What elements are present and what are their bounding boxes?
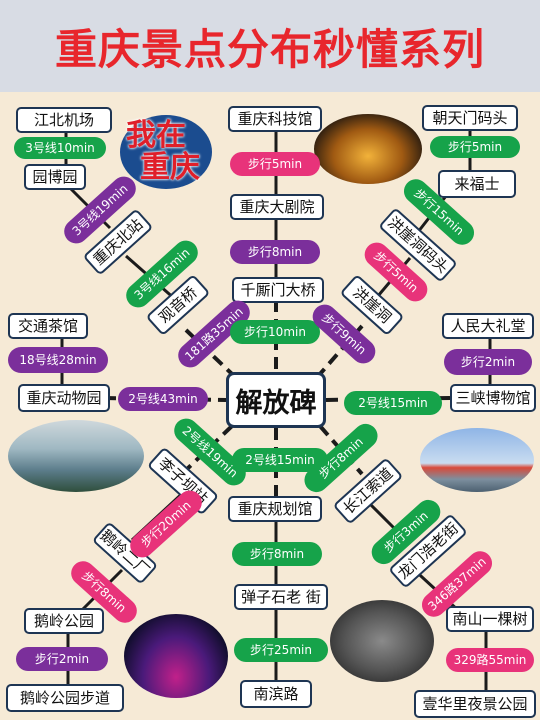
route-park-to-trail: 步行2min [16, 647, 108, 671]
route-bridge-to-hub: 步行10min [230, 320, 320, 344]
place-grand-theatre[interactable]: 重庆大剧院 [230, 194, 324, 220]
place-three-gorges-museum[interactable]: 三峡博物馆 [450, 384, 536, 412]
teahouse-photo [330, 600, 434, 682]
route-planning-to-danzishi: 步行8min [232, 542, 322, 566]
place-nanbin-road[interactable]: 南滨路 [240, 680, 312, 708]
place-qiansimen-bridge[interactable]: 千厮门大桥 [232, 277, 324, 303]
place-chaotianmen[interactable]: 朝天门码头 [422, 105, 518, 131]
header-band [0, 0, 540, 92]
route-science-to-theatre: 步行5min [230, 152, 320, 176]
place-jiaotong-teahouse[interactable]: 交通茶馆 [8, 313, 88, 339]
place-nanshan-tree[interactable]: 南山一棵树 [446, 606, 534, 632]
route-airport-to-garden: 3号线10min [14, 137, 106, 159]
place-great-hall[interactable]: 人民大礼堂 [442, 313, 534, 339]
route-teahouse-to-zoo: 18号线28min [8, 347, 108, 373]
place-chongqing-zoo[interactable]: 重庆动物园 [18, 384, 110, 412]
place-jiangbei-airport[interactable]: 江北机场 [16, 107, 112, 133]
place-eling-park-trail[interactable]: 鹅岭公园步道 [6, 684, 124, 712]
wozai-chongqing-badge: 我在 重庆 [120, 115, 212, 189]
place-garden-expo[interactable]: 园博园 [24, 164, 86, 190]
route-danzishi-to-nanbin: 步行25min [234, 638, 328, 662]
bridge-night-photo [124, 614, 228, 698]
cableway-photo [420, 428, 534, 492]
hongyadong-night-photo [314, 114, 422, 184]
page-title: 重庆景点分布秒懂系列 [54, 25, 485, 74]
route-hub-to-museum: 2号线15min [344, 391, 442, 415]
route-chaotianmen-to-raffles: 步行5min [430, 136, 520, 158]
route-hall-to-museum: 步行2min [444, 349, 532, 375]
hub-jiefangbei[interactable]: 解放碑 [226, 372, 326, 428]
route-nanshan-to-yihuali: 329路55min [446, 648, 534, 672]
route-zoo-to-hub: 2号线43min [118, 387, 208, 411]
place-planning-hall[interactable]: 重庆规划馆 [228, 496, 322, 522]
place-yihuali-park[interactable]: 壹华里夜景公园 [414, 690, 536, 718]
place-raffles[interactable]: 来福士 [438, 170, 516, 198]
place-science-museum[interactable]: 重庆科技馆 [228, 106, 322, 132]
place-eling-park[interactable]: 鹅岭公园 [24, 608, 104, 634]
place-danzishi-street[interactable]: 弹子石老 街 [234, 584, 328, 610]
monorail-photo [8, 420, 144, 492]
route-theatre-to-bridge: 步行8min [230, 240, 320, 264]
